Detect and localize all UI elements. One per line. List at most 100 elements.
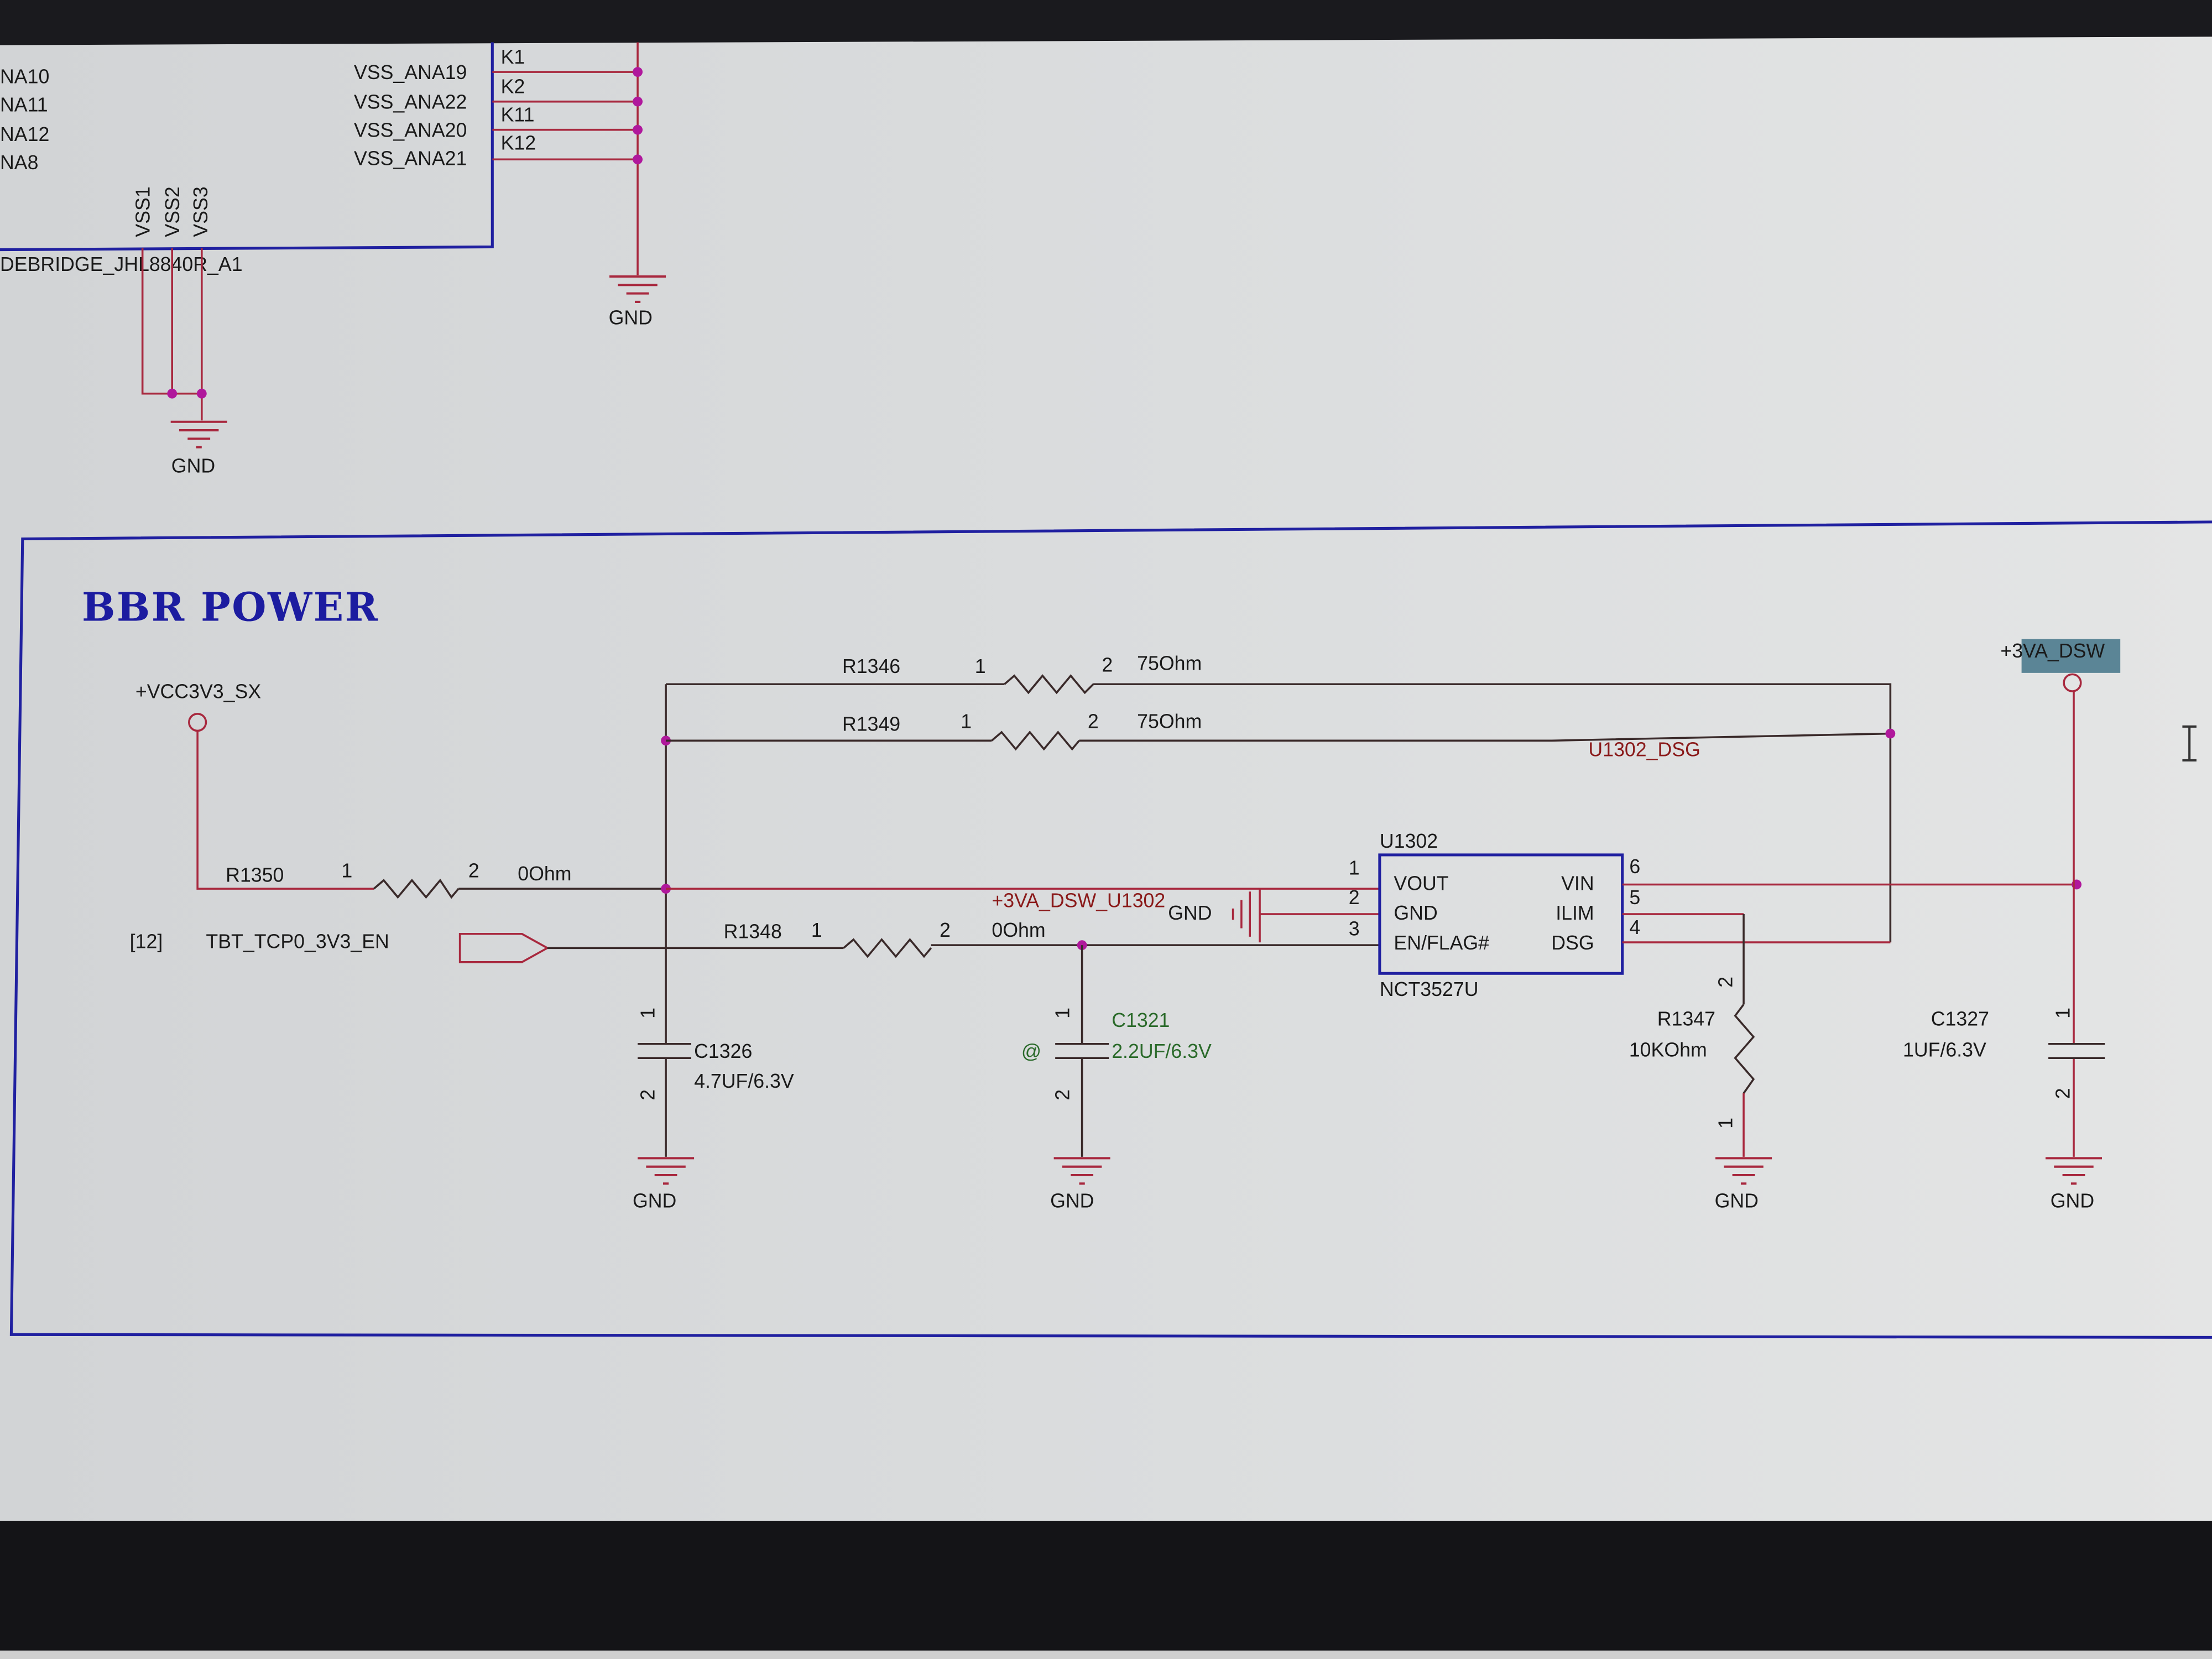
section-title: BBR POWER — [82, 583, 379, 630]
junction-dot — [633, 96, 643, 107]
pin-name: VSS_ANA19 — [354, 61, 467, 84]
screen-area — [0, 36, 2212, 1524]
ref-c1327: C1327 — [1931, 1008, 1989, 1030]
value-c1326: 4.7UF/6.3V — [694, 1070, 794, 1092]
pin-number: K2 — [501, 75, 525, 97]
gnd-label: GND — [171, 455, 215, 477]
ref-c1326: C1326 — [694, 1040, 752, 1062]
left-pin-label: NA10 — [0, 66, 49, 88]
pin-name-vss2: VSS2 — [161, 186, 184, 237]
pin-num: 2 — [1349, 886, 1360, 909]
pin-num: 1 — [637, 1008, 659, 1019]
pin-num: 2 — [2052, 1088, 2074, 1099]
bottom-bezel — [0, 1521, 2212, 1651]
pin-number: K1 — [501, 46, 525, 68]
gnd-label: GND — [633, 1190, 676, 1212]
gnd-label: GND — [1168, 902, 1212, 924]
section-frame — [9, 520, 2212, 1339]
marker-c1321: @ — [1021, 1040, 1041, 1062]
ic-part: NCT3527U — [1380, 978, 1479, 1000]
pin-num: 2 — [940, 919, 951, 941]
part-name: DEBRIDGE_JHL8840R_A1 — [0, 253, 243, 275]
resistor-r1348 — [843, 938, 932, 958]
junction-dot — [167, 388, 178, 399]
left-pin-label: NA11 — [0, 94, 48, 116]
junction-dot — [196, 388, 207, 399]
pin-num: 1 — [1052, 1008, 1074, 1019]
junction-dot — [633, 67, 643, 77]
net-label-vout: +3VA_DSW_U1302 — [992, 889, 1165, 911]
pin-num: 1 — [961, 710, 972, 732]
pin-name-vss3: VSS3 — [190, 186, 212, 237]
pin-name: EN/FLAG# — [1394, 932, 1489, 954]
pin-num: 2 — [637, 1089, 659, 1100]
value-r1347: 10KOhm — [1629, 1039, 1707, 1061]
pin-name: ILIM — [1556, 902, 1594, 924]
ref-r1348: R1348 — [724, 920, 782, 942]
ref-r1350: R1350 — [226, 864, 284, 886]
pin-name: VIN — [1561, 873, 1594, 895]
left-pin-label: NA8 — [0, 152, 38, 174]
desk-strip — [0, 1650, 2212, 1659]
pin-number: K12 — [501, 132, 536, 154]
gnd-label: GND — [1050, 1190, 1094, 1212]
pin-num: 2 — [1715, 977, 1737, 988]
selection-highlight — [2021, 639, 2121, 673]
ic-ref: U1302 — [1380, 830, 1438, 852]
pin-name: GND — [1394, 902, 1437, 924]
pin-num: 2 — [1088, 710, 1099, 732]
input-port-enable — [458, 932, 550, 963]
pin-name-vss1: VSS1 — [132, 186, 154, 237]
top-bezel — [0, 0, 2212, 45]
gnd-label: GND — [609, 307, 653, 329]
pin-num: 1 — [811, 919, 822, 941]
net-label-vcc: +VCC3V3_SX — [135, 681, 261, 703]
ic-u1302: U1302 NCT3527U 1 2 3 VOUT GND EN/FLAG# V… — [1349, 830, 1641, 1000]
pin-num: 2 — [1102, 654, 1113, 676]
pin-num: 1 — [975, 655, 986, 677]
pin-name: DSG — [1551, 932, 1594, 954]
gnd-label: GND — [2051, 1190, 2094, 1212]
value-r1348: 0Ohm — [992, 919, 1045, 941]
pin-name: VSS_ANA20 — [354, 119, 467, 141]
resistor-r1347 — [1734, 1004, 1755, 1094]
value-r1346: 75Ohm — [1137, 653, 1202, 675]
value-c1327: 1UF/6.3V — [1903, 1039, 1986, 1061]
gnd-label: GND — [1715, 1190, 1759, 1212]
pin-num: 5 — [1629, 886, 1640, 909]
pin-num: 2 — [1052, 1089, 1074, 1100]
ref-r1347: R1347 — [1657, 1008, 1715, 1030]
resistor-r1346 — [1004, 674, 1094, 695]
pin-number: K11 — [501, 103, 535, 126]
pin-num: 1 — [341, 860, 352, 882]
left-pin-label: NA12 — [0, 123, 49, 145]
power-port-3va-dsw — [2063, 673, 2082, 692]
ref-c1321: C1321 — [1112, 1009, 1170, 1031]
ref-r1346: R1346 — [842, 655, 900, 677]
sheet-ref: [12] — [130, 930, 163, 952]
pin-num: 2 — [468, 860, 479, 882]
text-cursor-icon — [2182, 725, 2197, 762]
pin-num: 1 — [1715, 1118, 1737, 1129]
net-label-3va-dsw[interactable]: +3VA_DSW — [2000, 640, 2105, 662]
ref-r1349: R1349 — [842, 713, 900, 735]
pin-num: 1 — [2052, 1008, 2074, 1019]
junction-dot — [633, 154, 643, 165]
pin-name: VSS_ANA22 — [354, 91, 467, 113]
pin-name: VSS_ANA21 — [354, 147, 467, 169]
pin-num: 6 — [1629, 855, 1640, 878]
junction-dot — [1885, 728, 1896, 739]
pin-num: 4 — [1629, 916, 1640, 938]
resistor-r1350 — [373, 878, 460, 899]
resistor-r1349 — [991, 731, 1080, 751]
pin-name: VOUT — [1394, 873, 1448, 895]
net-label-enable: TBT_TCP0_3V3_EN — [206, 930, 389, 952]
pin-num: 3 — [1349, 917, 1360, 940]
pin-num: 1 — [1349, 857, 1360, 879]
junction-dot — [633, 124, 643, 135]
value-r1349: 75Ohm — [1137, 710, 1202, 732]
net-label-dsg: U1302_DSG — [1588, 738, 1700, 760]
top-component: NA10 NA11 NA12 NA8 VSS_ANA19 VSS_ANA22 V… — [0, 42, 666, 477]
value-c1321: 2.2UF/6.3V — [1112, 1040, 1212, 1062]
